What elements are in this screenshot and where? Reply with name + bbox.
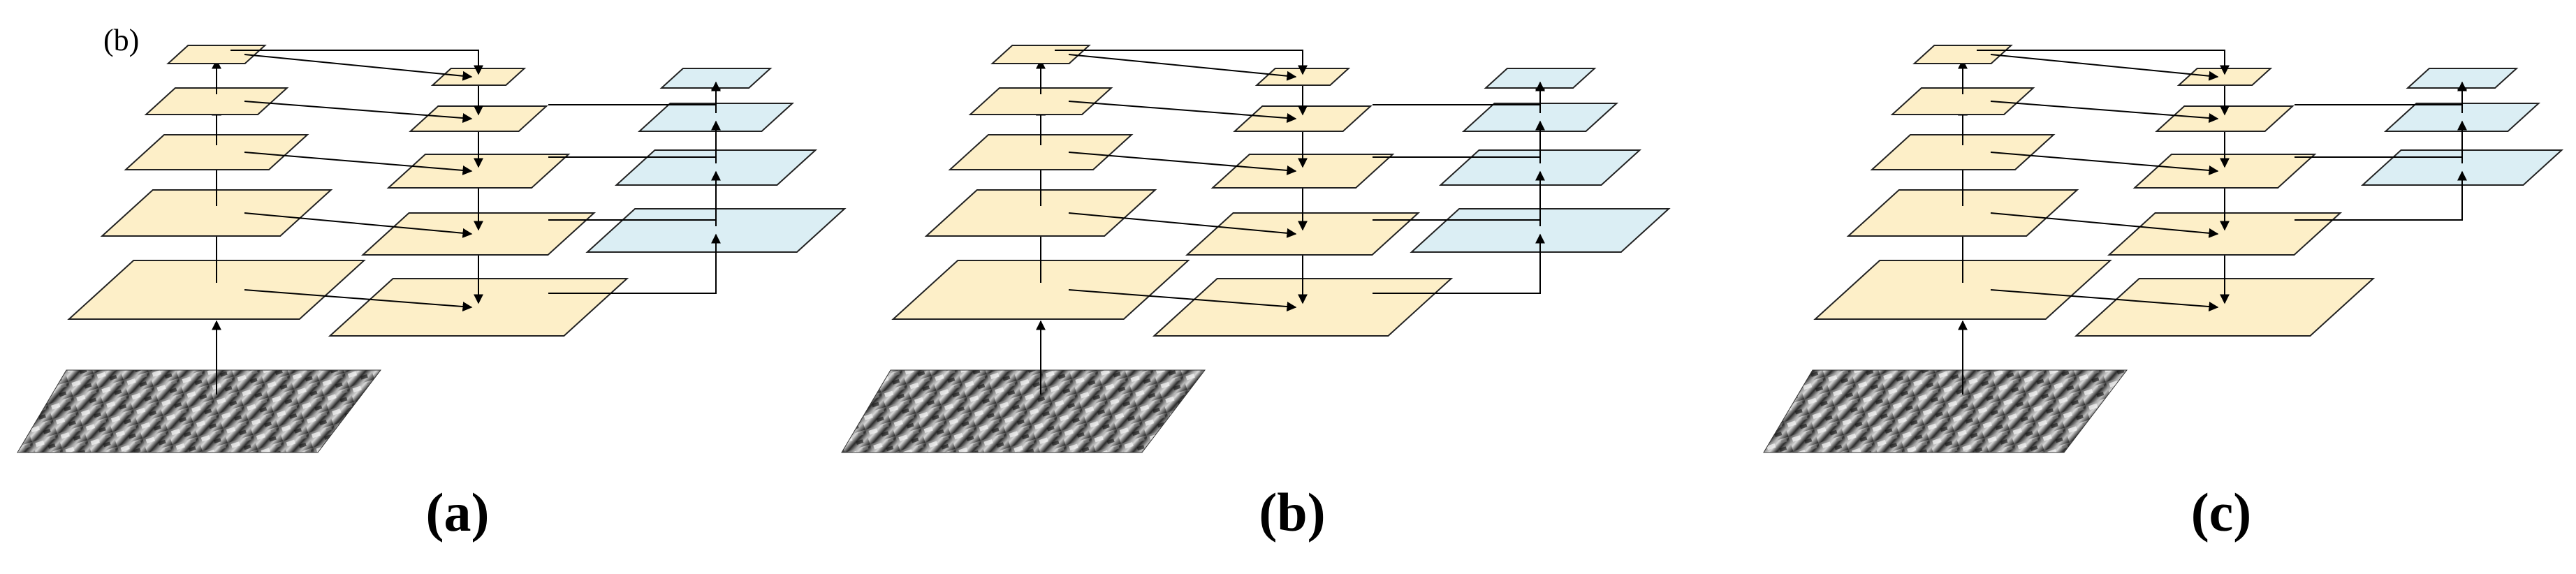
lateral-arrow-5 — [1068, 54, 1297, 81]
head-connection-arrow-4 — [548, 81, 721, 105]
mid-level-3 — [386, 154, 571, 189]
lateral-arrow-4 — [1068, 101, 1297, 124]
panel-caption-2: (b) — [1259, 482, 1325, 543]
head-connection-arrow-3 — [1373, 120, 1545, 158]
backbone-level-4 — [968, 87, 1113, 115]
backbone-level-1 — [67, 260, 366, 320]
lateral-arrow-1 — [244, 289, 473, 312]
head-connection-arrow-1 — [548, 233, 721, 294]
panel-caption-3: (c) — [2191, 482, 2252, 543]
top-connection-arrow — [1977, 50, 2230, 75]
lateral-arrow-3 — [1990, 152, 2219, 175]
lateral-arrow-3 — [1068, 152, 1297, 175]
lateral-arrow-3 — [244, 152, 473, 175]
mid-level-2 — [2107, 212, 2343, 256]
backbone-level-2 — [1846, 189, 2079, 237]
top-connection-arrow — [230, 50, 483, 75]
backbone-level-4 — [144, 87, 289, 115]
lateral-arrow-4 — [1990, 101, 2219, 124]
head-level-3 — [1461, 103, 1619, 132]
head-level-2 — [1438, 149, 1642, 186]
backbone-level-4 — [1890, 87, 2035, 115]
lateral-arrow-2 — [1068, 212, 1297, 238]
head-level-3 — [637, 103, 795, 132]
input-image — [17, 369, 382, 453]
head-level-2 — [614, 149, 818, 186]
top-connection-arrow — [1055, 50, 1308, 75]
head-connection-arrow-2 — [2295, 120, 2467, 158]
mid-level-3 — [2132, 154, 2317, 189]
mid-level-4 — [409, 105, 548, 132]
head-level-4 — [1484, 68, 1597, 89]
mid-level-5 — [1254, 68, 1351, 86]
backbone-level-2 — [100, 189, 333, 237]
head-connection-arrow-1 — [2295, 170, 2467, 221]
panel-2: (b) — [841, 45, 1671, 543]
lateral-arrow-5 — [1990, 54, 2219, 81]
backbone-level-3 — [124, 134, 309, 170]
input-image — [1763, 369, 2128, 453]
mid-level-5 — [2176, 68, 2273, 86]
mid-level-3 — [1210, 154, 1395, 189]
lateral-arrow-2 — [244, 212, 473, 238]
backbone-level-1 — [891, 260, 1190, 320]
head-level-3 — [2406, 68, 2519, 89]
lateral-arrow-4 — [244, 101, 473, 124]
head-connection-arrow-3 — [2295, 81, 2467, 105]
lateral-arrow-1 — [1068, 289, 1297, 312]
mid-level-4 — [1233, 105, 1373, 132]
head-level-1 — [2360, 149, 2564, 186]
head-connection-arrow-3 — [548, 120, 721, 158]
backbone-level-3 — [1870, 134, 2056, 170]
panel-3: (c) — [1763, 45, 2564, 543]
lateral-arrow-1 — [1990, 289, 2219, 312]
backbone-level-1 — [1813, 260, 2112, 320]
lateral-arrow-5 — [244, 54, 473, 81]
mid-level-5 — [430, 68, 527, 86]
head-level-4 — [659, 68, 773, 89]
panel-1: (a) — [17, 45, 847, 543]
head-connection-arrow-2 — [1373, 170, 1545, 221]
head-connection-arrow-4 — [1373, 81, 1545, 105]
head-connection-arrow-2 — [548, 170, 721, 221]
input-image — [841, 369, 1206, 453]
lateral-arrow-2 — [1990, 212, 2219, 238]
panel-caption-1: (a) — [426, 482, 490, 543]
corner-label: (b) — [103, 23, 139, 57]
head-connection-arrow-1 — [1373, 233, 1545, 294]
head-level-2 — [2383, 103, 2541, 132]
backbone-level-3 — [948, 134, 1134, 170]
backbone-level-2 — [924, 189, 1157, 237]
mid-level-1 — [2074, 278, 2376, 337]
mid-level-4 — [2155, 105, 2295, 132]
mid-level-2 — [360, 212, 597, 256]
mid-level-2 — [1185, 212, 1421, 256]
